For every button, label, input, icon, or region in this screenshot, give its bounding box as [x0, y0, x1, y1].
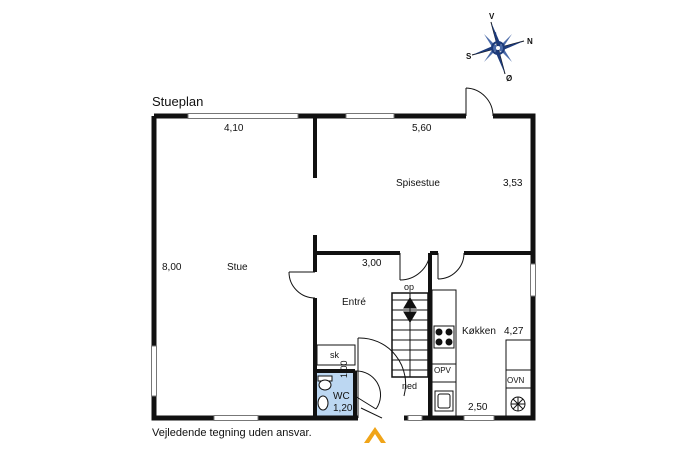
room-label-kokken: Køkken: [462, 326, 496, 337]
dim-kokken-width: 2,50: [468, 402, 488, 413]
doors: [288, 87, 494, 419]
window-spisestue-top: [345, 113, 395, 119]
window-kokken-right: [530, 263, 536, 297]
windows: [151, 113, 536, 421]
compass-west-label: V: [489, 12, 495, 21]
dim-stue-length: 8,00: [162, 262, 182, 273]
sink: [434, 390, 454, 412]
closet: [316, 344, 356, 366]
dim-kokken-length: 4,27: [504, 326, 524, 337]
dim-entre-width: 3,00: [362, 258, 382, 269]
stove: [433, 325, 455, 349]
compass-east-label: Ø: [506, 74, 513, 83]
window-kokken-bottom: [463, 415, 495, 421]
room-label-stue: Stue: [227, 262, 248, 273]
window-stue-left: [151, 345, 157, 397]
window-entre-bottom: [407, 415, 423, 421]
room-label-wc: WC: [333, 391, 350, 402]
dim-spisestue-depth: 3,53: [503, 178, 523, 189]
dishwasher-label: OPV: [434, 366, 451, 375]
window-stue-top: [187, 113, 299, 119]
kitchen-counters: [431, 289, 532, 419]
room-label-spisestue: Spisestue: [396, 178, 440, 189]
disclaimer: Vejledende tegning uden ansvar.: [152, 427, 312, 439]
window-stue-bottom: [213, 415, 259, 421]
dim-wc-length: 1,00: [339, 360, 349, 378]
room-label-entre: Entré: [342, 297, 366, 308]
inner-walls: [313, 116, 533, 418]
dim-spisestue-width: 5,60: [412, 123, 432, 134]
staircase: [391, 292, 429, 378]
dim-stue-width: 4,10: [224, 123, 244, 134]
stairs-up-label: op: [404, 282, 415, 292]
entrance-arrow: [364, 427, 386, 443]
compass-rose: [471, 21, 525, 75]
wc-fixtures: [317, 375, 333, 411]
stairs-down-label: ned: [402, 381, 418, 391]
plan-title: Stueplan: [152, 94, 204, 109]
closet-label: sk: [330, 350, 339, 360]
dim-wc-width: 1,20: [333, 403, 353, 414]
compass-south-label: S: [466, 52, 472, 61]
compass-north-label: N: [527, 37, 533, 46]
oven-label: OVN: [507, 376, 525, 385]
